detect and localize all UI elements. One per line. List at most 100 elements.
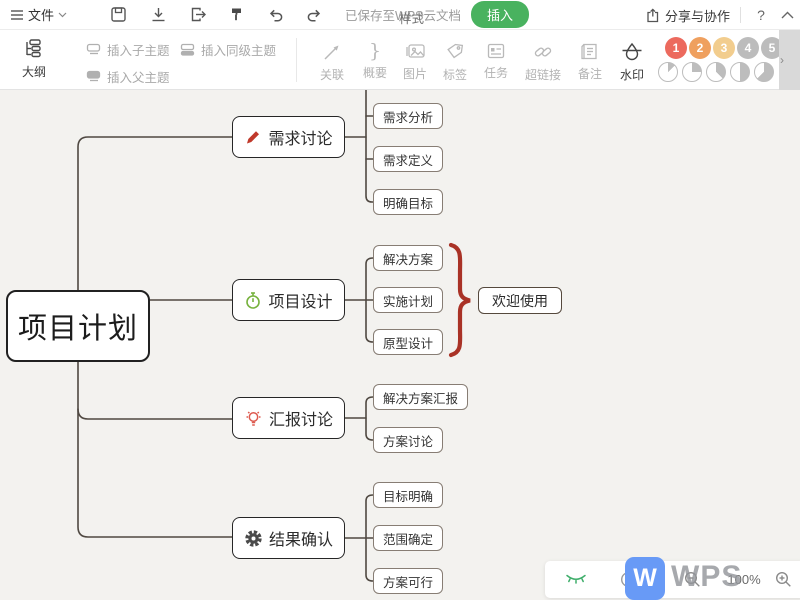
save-button[interactable] xyxy=(101,0,135,30)
branch-node-confirm[interactable]: 结果确认 xyxy=(232,517,345,559)
branch-node-requirements[interactable]: 需求讨论 xyxy=(232,116,345,158)
closed-eye-icon xyxy=(566,574,586,584)
progress-marker-4[interactable] xyxy=(730,62,750,82)
save-icon xyxy=(110,7,126,22)
child-node[interactable]: 目标明确 xyxy=(373,482,443,508)
outline-icon xyxy=(26,39,41,58)
branch-node-report[interactable]: 汇报讨论 xyxy=(232,397,345,439)
child-node[interactable]: 方案可行 xyxy=(373,568,443,594)
format-painter-button[interactable] xyxy=(219,0,253,30)
branch-node-label: 项目设计 xyxy=(268,294,333,311)
summary-node-label: 欢迎使用 xyxy=(492,292,548,309)
locate-center-button[interactable] xyxy=(607,571,649,588)
stopwatch-icon xyxy=(244,291,262,310)
collapse-toolbar-button[interactable] xyxy=(781,11,794,19)
child-node[interactable]: 原型设计 xyxy=(373,329,443,355)
relation-label: 关联 xyxy=(319,68,344,82)
root-node-label: 项目计划 xyxy=(17,313,138,345)
relation-icon xyxy=(324,45,339,60)
redo-button[interactable] xyxy=(297,0,331,30)
relation-button[interactable]: 关联 xyxy=(310,42,354,83)
child-node-label: 实施计划 xyxy=(382,294,433,309)
help-button[interactable]: ? xyxy=(757,7,765,23)
zoom-out-icon xyxy=(684,571,700,587)
child-node-label: 原型设计 xyxy=(382,336,433,351)
task-button[interactable]: 任务 xyxy=(474,42,518,81)
child-node[interactable]: 需求定义 xyxy=(373,146,443,172)
download-icon xyxy=(152,8,165,22)
summary-button[interactable]: } 概要 xyxy=(353,42,397,81)
task-icon xyxy=(487,43,505,59)
child-node-label: 解决方案 xyxy=(382,252,433,267)
export-icon xyxy=(191,7,206,22)
mindmap-canvas[interactable]: 项目计划 需求讨论 需求分析 需求定义 明确目标 项目设计 解决方案 实施计划 … xyxy=(0,90,800,600)
summary-brace xyxy=(448,242,471,358)
progress-marker-1[interactable] xyxy=(658,62,678,82)
insert-child-topic-button[interactable]: 插入子主题 xyxy=(86,40,170,59)
insert-child-topic-label: 插入子主题 xyxy=(107,44,170,58)
watermark-label: 水印 xyxy=(619,68,644,82)
child-node[interactable]: 需求分析 xyxy=(373,103,443,129)
child-node-label: 需求分析 xyxy=(382,110,433,125)
priority-marker-1[interactable]: 1 xyxy=(665,37,687,59)
priority-marker-2[interactable]: 2 xyxy=(689,37,711,59)
undo-button[interactable] xyxy=(259,0,293,30)
file-menu[interactable]: 文件 xyxy=(0,0,75,30)
priority-marker-4[interactable]: 4 xyxy=(737,37,759,59)
format-painter-icon xyxy=(231,8,241,21)
progress-marker-2[interactable] xyxy=(682,62,702,82)
insert-sibling-topic-button[interactable]: 插入同级主题 xyxy=(180,40,276,59)
redo-icon xyxy=(307,9,321,21)
share-button[interactable]: 分享与协作 xyxy=(645,6,730,25)
branch-node-label: 需求讨论 xyxy=(268,131,333,148)
zoom-level[interactable]: 100% xyxy=(723,572,765,587)
watermark-icon xyxy=(622,42,642,61)
child-node-label: 方案讨论 xyxy=(382,434,433,449)
child-node[interactable]: 解决方案汇报 xyxy=(373,384,468,410)
undo-icon xyxy=(269,9,283,21)
gear-icon xyxy=(244,529,263,548)
outline-label: 大纲 xyxy=(22,65,47,79)
priority-marker-2-label: 2 xyxy=(696,41,704,55)
bulb-icon xyxy=(244,409,263,428)
ribbon-expand-handle[interactable]: › xyxy=(779,30,800,90)
child-node[interactable]: 实施计划 xyxy=(373,287,443,313)
chevron-right-icon: › xyxy=(780,53,784,67)
picture-button[interactable]: 图片 xyxy=(393,42,437,82)
tab-style[interactable]: 样式 xyxy=(399,11,425,26)
child-node[interactable]: 方案讨论 xyxy=(373,427,443,453)
child-node-label: 解决方案汇报 xyxy=(382,391,458,406)
note-button[interactable]: 备注 xyxy=(568,42,612,82)
summary-brace-icon: } xyxy=(368,40,382,62)
share-icon xyxy=(647,7,659,22)
child-node[interactable]: 范围确定 xyxy=(373,525,443,551)
priority-marker-5[interactable]: 5 xyxy=(761,37,783,59)
eye-protect-button[interactable] xyxy=(545,573,607,586)
priority-marker-3-label: 3 xyxy=(720,41,728,55)
zoom-in-button[interactable] xyxy=(765,571,800,588)
download-button[interactable] xyxy=(141,0,175,30)
outline-button[interactable]: 大纲 xyxy=(22,38,46,80)
share-label: 分享与协作 xyxy=(664,8,730,24)
branch-node-label: 汇报讨论 xyxy=(268,412,333,429)
mindmap-root-node[interactable]: 项目计划 xyxy=(6,290,150,362)
child-node[interactable]: 解决方案 xyxy=(373,245,443,271)
progress-marker-5[interactable] xyxy=(754,62,774,82)
hyperlink-button[interactable]: 超链接 xyxy=(521,42,565,83)
export-button[interactable] xyxy=(181,0,215,30)
priority-marker-3[interactable]: 3 xyxy=(713,37,735,59)
progress-marker-3[interactable] xyxy=(706,62,726,82)
priority-marker-1-label: 1 xyxy=(672,41,680,55)
tag-button[interactable]: 标签 xyxy=(433,42,477,83)
summary-label: 概要 xyxy=(362,66,387,80)
insert-parent-topic-button[interactable]: 插入父主题 xyxy=(86,67,170,86)
summary-node-welcome[interactable]: 欢迎使用 xyxy=(478,287,562,314)
zoom-out-button[interactable] xyxy=(661,571,723,588)
watermark-button[interactable]: 水印 xyxy=(610,42,654,83)
child-node[interactable]: 明确目标 xyxy=(373,189,443,215)
save-status: 已保存至WPS云文档 xyxy=(345,9,461,23)
tag-icon xyxy=(447,43,464,59)
insert-tab-button[interactable]: 插入 xyxy=(471,1,530,28)
branch-node-design[interactable]: 项目设计 xyxy=(232,279,345,321)
divider xyxy=(740,7,741,23)
